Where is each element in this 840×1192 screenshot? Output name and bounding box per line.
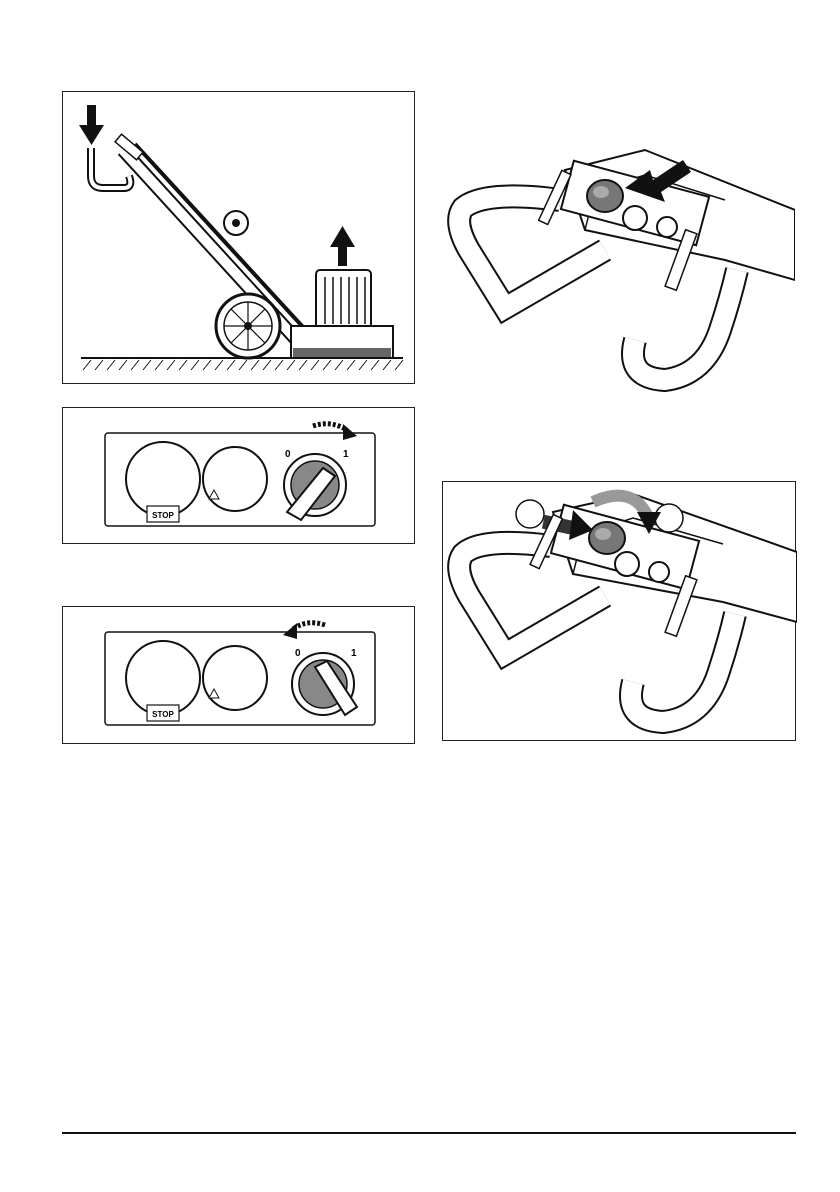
callout-circle-2 [655,504,683,532]
emergency-button-icon [589,522,625,554]
figure-handle-button-press [445,130,795,392]
figure-switch-panel-on: STOP 0 1 [62,407,415,544]
footer-divider [62,1132,796,1134]
stop-label: STOP [152,511,174,520]
switch-panel-illustration: STOP 0 1 [63,408,416,545]
indicator-lamp [203,646,267,710]
indicator-lamp [203,447,267,511]
figure-machine-side-view [62,91,415,384]
position-0-label: 0 [295,648,301,659]
position-0-label: 0 [285,449,291,460]
handle-illustration [443,482,797,742]
arrow-down-icon [79,105,104,145]
callout-circle-1 [516,500,544,528]
position-1-label: 1 [351,648,357,659]
figure-handle-button-reset [442,481,796,741]
machine-illustration [63,92,416,385]
emergency-button-icon [587,180,623,212]
handle-illustration [445,130,795,392]
figure-switch-panel-off: STOP 0 1 [62,606,415,744]
switch-panel-illustration: STOP 0 1 [63,607,416,745]
arrow-up-icon [330,226,355,266]
stop-label: STOP [152,710,174,719]
position-1-label: 1 [343,449,349,460]
